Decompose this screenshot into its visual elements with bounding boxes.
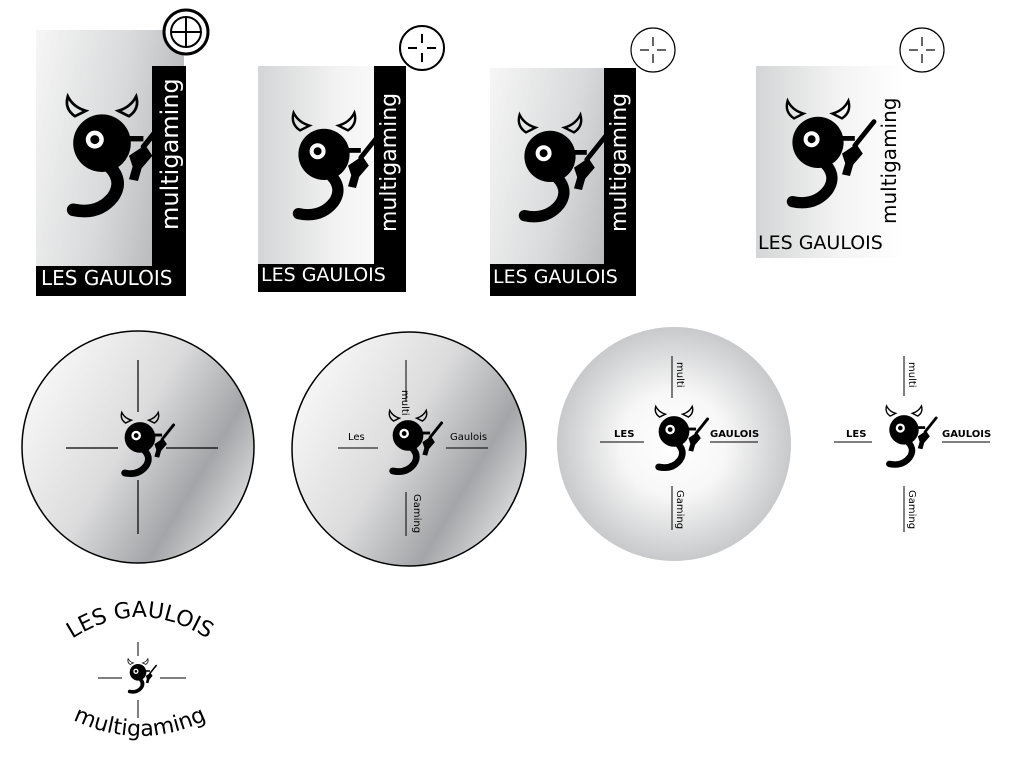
logo-tile-2: multigaming LES GAULOIS	[258, 66, 408, 294]
multigaming-label: multigaming	[877, 97, 901, 224]
les-label: LES	[614, 429, 635, 440]
logo-tile-3: multigaming LES GAULOIS	[490, 68, 638, 298]
scope-logo-2: Les Gaulois multi Gaming	[290, 330, 528, 568]
multi-label: multi	[399, 390, 410, 416]
crosshair-icon	[898, 26, 946, 74]
team-name-label: LES GAULOIS	[261, 264, 386, 286]
multigaming-label: multigaming	[377, 92, 402, 232]
multigaming-label: multigaming	[607, 92, 632, 232]
scope-logo-1	[20, 328, 256, 566]
gaming-label: Gaming	[411, 494, 422, 534]
team-name-label: LES GAULOIS	[41, 266, 173, 290]
logo-g-mascot	[886, 406, 936, 465]
logo-tile-4: multigaming LES GAULOIS	[756, 66, 906, 258]
crosshair-icon	[629, 26, 677, 74]
logo-tile-1: multigaming LES GAULOIS	[36, 30, 186, 296]
scope-logo-3: LES GAULOIS multi Gaming	[556, 326, 792, 562]
logo-g-mascot	[126, 656, 159, 694]
gaulois-label: GAULOIS	[942, 429, 992, 440]
team-name-label: LES GAULOIS	[758, 232, 883, 254]
multi-label: multi	[906, 362, 917, 388]
gaulois-label: GAULOIS	[710, 429, 760, 440]
gaming-label: Gaming	[674, 490, 685, 530]
multi-label: multi	[674, 362, 685, 388]
scope-logo-4: LES GAULOIS multi Gaming	[830, 352, 1000, 536]
multigaming-label: multigaming	[156, 78, 184, 230]
arched-logo: LES GAULOIS multigaming	[50, 596, 230, 766]
team-name-label: LES GAULOIS	[493, 266, 618, 288]
gaulois-label: Gaulois	[450, 432, 488, 443]
arched-multigaming: multigaming	[70, 702, 209, 742]
les-label: Les	[348, 432, 365, 443]
les-label: LES	[846, 429, 867, 440]
gaming-label: Gaming	[906, 490, 917, 530]
crosshair-icon	[398, 24, 446, 72]
crosshair-icon	[162, 8, 210, 56]
arched-team-name: LES GAULOIS	[62, 598, 217, 644]
